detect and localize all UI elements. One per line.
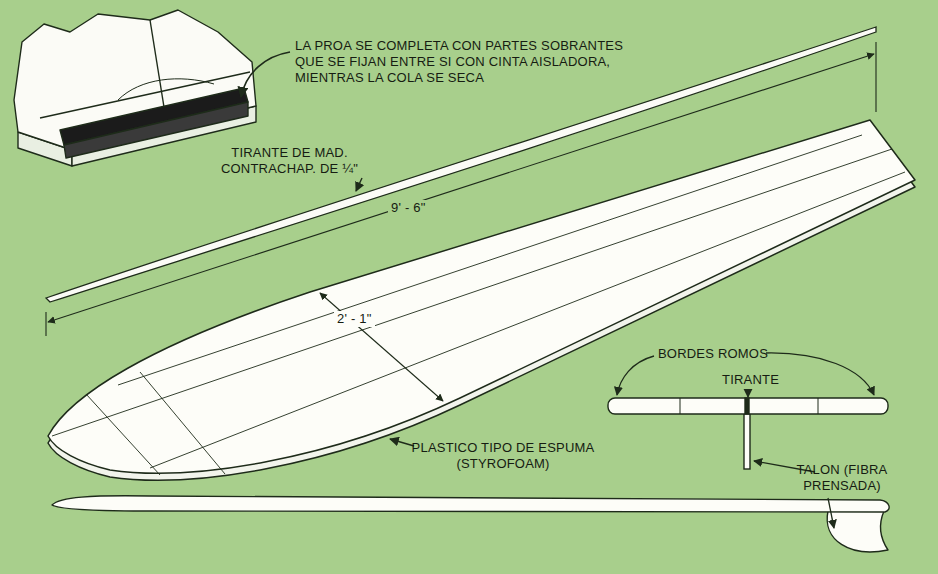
panel-line [118, 135, 862, 385]
part-label: BORDES ROMOS [658, 346, 768, 362]
part-label-box: TIRANTE DE MAD. CONTRACHAP. DE ¼" [212, 145, 367, 177]
leader-arrow [356, 178, 362, 191]
leader-arrow [766, 353, 874, 395]
leader-arrow [390, 439, 414, 446]
panel-joint [680, 398, 681, 414]
nose-curve [118, 79, 214, 100]
callout-note-box: LA PROA SE COMPLETA CON PARTES SOBRANTES… [295, 38, 640, 86]
leader-arrow [828, 498, 834, 528]
dimension-label: 2' - 1" [334, 311, 375, 327]
extension-line [45, 312, 46, 336]
center-stringer [52, 149, 892, 436]
part-label-box: PLASTICO TIPO DE ESPUMA (STYROFOAM) [408, 440, 598, 472]
board-plan [48, 120, 915, 473]
fin-side [827, 511, 888, 552]
part-label-box: BORDES ROMOS [658, 346, 768, 362]
extension-line [875, 42, 876, 112]
part-label: TALON (FIBRA PRENSADA) [782, 462, 902, 494]
panel-joint [818, 398, 819, 414]
board-section [608, 398, 888, 414]
dimension-line [320, 293, 443, 401]
leader-arrow [241, 52, 290, 97]
dimension-label: 9' - 6" [388, 200, 429, 216]
leader-arrow [747, 390, 748, 397]
leader-arrow [617, 356, 654, 395]
part-label-box: TIRANTE [722, 372, 779, 388]
dimension-label-box: 2' - 1" [334, 311, 375, 327]
part-label-box: TALON (FIBRA PRENSADA) [782, 462, 902, 494]
stringer-section [745, 398, 749, 414]
part-label: TIRANTE [722, 372, 779, 388]
nose-joint [140, 372, 225, 474]
board-side [52, 496, 889, 512]
part-label: TIRANTE DE MAD. CONTRACHAP. DE ¼" [212, 145, 367, 177]
part-label: PLASTICO TIPO DE ESPUMA (STYROFOAM) [408, 440, 598, 472]
panel-line [150, 172, 905, 468]
nose-joint [86, 394, 160, 475]
insulating-tape [64, 102, 248, 158]
fin-section [744, 413, 750, 469]
callout-note: LA PROA SE COMPLETA CON PARTES SOBRANTES… [295, 38, 640, 86]
dimension-label-box: 9' - 6" [388, 200, 429, 216]
